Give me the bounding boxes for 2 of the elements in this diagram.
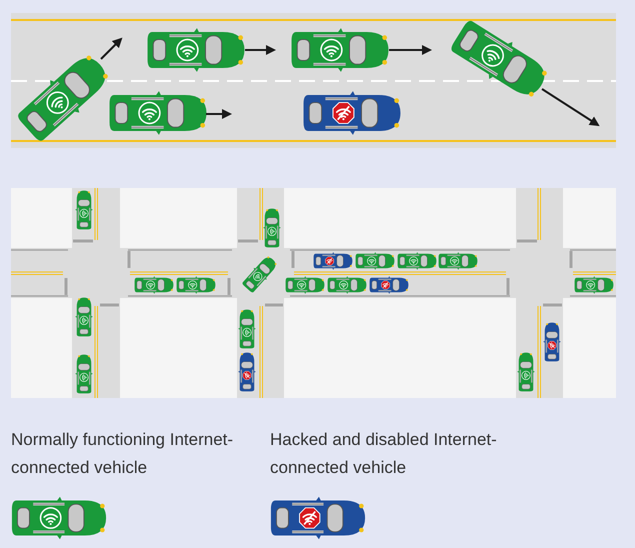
legend-text: Normally functioning Internet-connected vehicle bbox=[11, 429, 234, 479]
legend-text: Hacked and disabled Internet-connected vehicle bbox=[270, 429, 498, 479]
